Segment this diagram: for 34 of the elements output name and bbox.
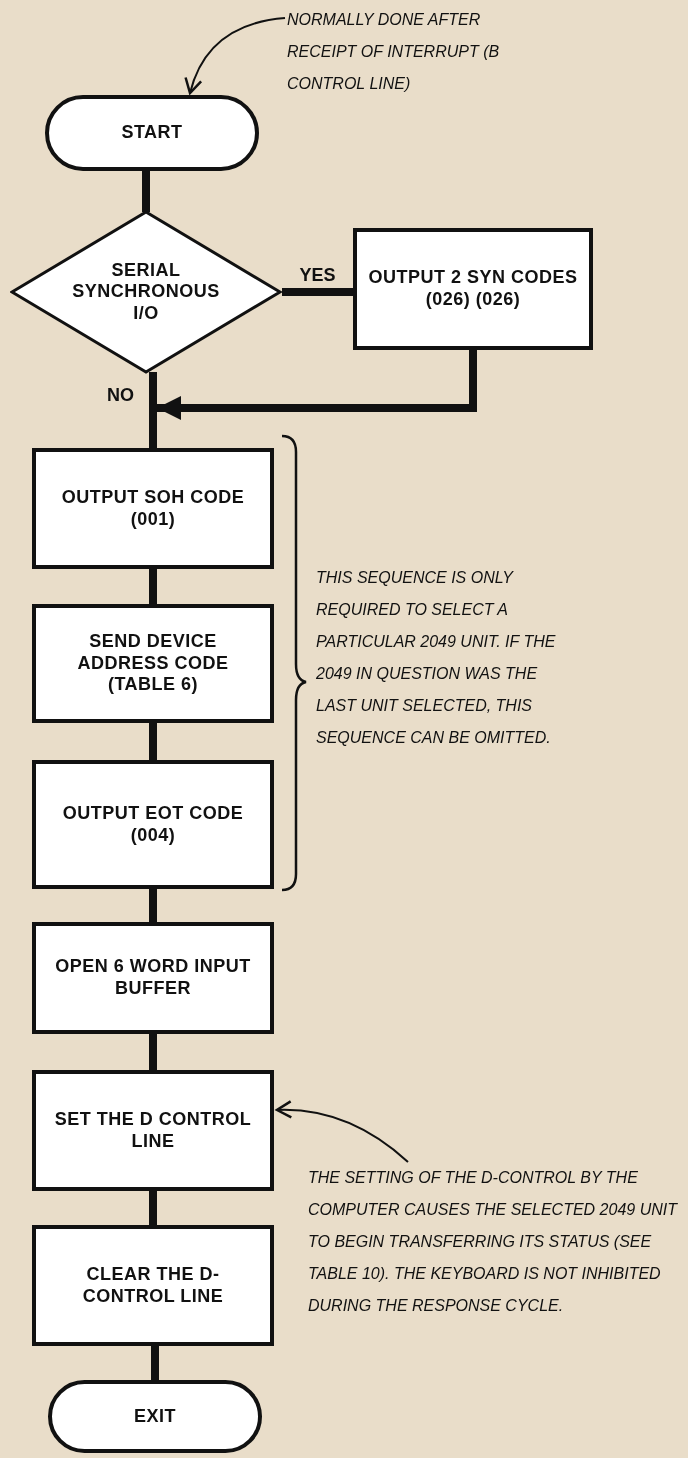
box-label: SET THE D CONTROL LINE [53, 1108, 253, 1153]
flow-line [149, 887, 157, 924]
box-label: EXIT [134, 1405, 176, 1428]
annotation-text: NORMALLY DONE AFTER RECEIPT OF INTERRUPT (B CONTROL LINE) [287, 4, 502, 100]
edge-label: NO [107, 386, 134, 404]
flow-line [282, 288, 353, 296]
process-box [32, 922, 274, 1034]
flow-line [149, 372, 157, 450]
box-label: OUTPUT SOH CODE (001) [60, 486, 246, 531]
process-box [32, 604, 274, 723]
flow-line [149, 567, 157, 606]
box-label: OPEN 6 WORD INPUT BUFFER [54, 956, 252, 1000]
annotation-text: THIS SEQUENCE IS ONLY REQUIRED TO SELECT A PARTICULAR 2049 UNIT. IF THE 2049 IN QUESTION WAS THE LAST UNIT SELECTED, THIS SEQUENCE CAN BE OMITTED. [316, 568, 557, 748]
leader-arrow [185, 17, 286, 95]
flow-line [151, 1344, 159, 1382]
edge-label: YES [299, 266, 336, 284]
box-label: CLEAR THE D-CONTROL LINE [81, 1263, 225, 1308]
decision-diamond [10, 210, 282, 374]
box-label: OUTPUT EOT CODE (004) [61, 802, 245, 847]
flow-line [149, 1032, 157, 1072]
process-box [32, 1070, 274, 1191]
flow-line [142, 169, 150, 212]
box-label: START [121, 122, 183, 144]
box-label: SERIAL SYNCHRONOUS I/O [71, 259, 221, 325]
flow-line [149, 1189, 157, 1227]
process-box [32, 760, 274, 889]
leader-arrow [275, 1100, 409, 1163]
process-box [32, 448, 274, 569]
process-box [353, 228, 593, 350]
flow-line [149, 721, 157, 762]
box-label: OUTPUT 2 SYN CODES (026) (026) [367, 267, 579, 311]
process-box [32, 1225, 274, 1346]
box-label: SEND DEVICE ADDRESS CODE (TABLE 6) [76, 631, 230, 696]
annotation-text: THE SETTING OF THE D-CONTROL BY THE COMPUTER CAUSES THE SELECTED 2049 UNIT TO BEGIN TRANSFERRING ITS STATUS (SEE TABLE 10). THE KEYBOARD IS NOT INHIBITED DURING THE RESPONSE CYCLE. [308, 1162, 680, 1322]
